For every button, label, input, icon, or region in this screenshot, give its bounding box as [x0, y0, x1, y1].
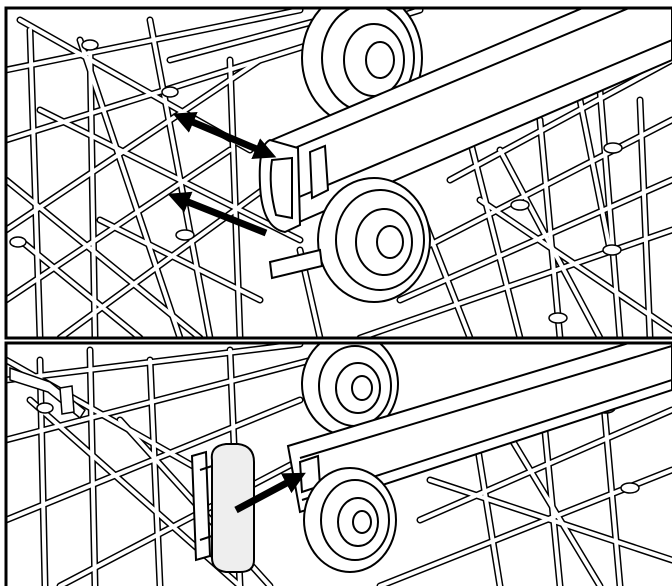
rack-wheel-lower: [268, 177, 431, 303]
panel-bottom-frame: [4, 341, 672, 586]
arrow-lower: [167, 191, 268, 237]
panel-top: [6, 8, 672, 338]
insert-arrow: [234, 472, 306, 514]
rail-end-cap-top: [258, 138, 330, 234]
rack-wheel-lower-bottom: [303, 467, 397, 573]
rack-wheel-upper-bottom: [301, 344, 399, 437]
panel-top-frame: [4, 6, 672, 340]
arrow-upper: [172, 112, 277, 159]
removal-arrows: [167, 112, 277, 237]
rail-end-cap-replacement: [190, 443, 255, 573]
rack-side-bracket: [9, 366, 86, 420]
panel-bottom: [6, 344, 672, 586]
